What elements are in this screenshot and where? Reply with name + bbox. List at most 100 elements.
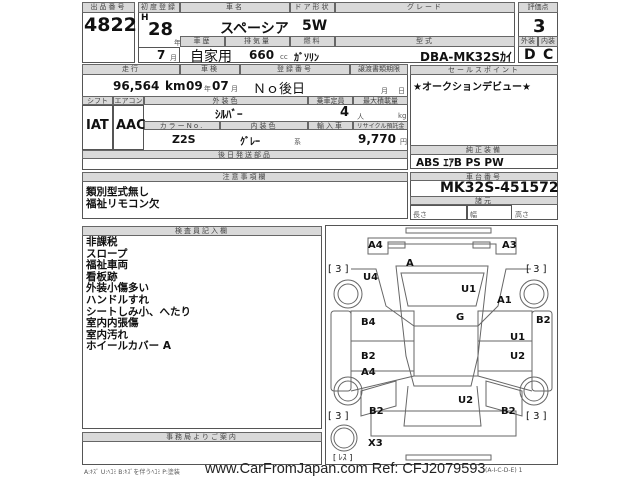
insp-month-unit: 月 [231,85,238,93]
sales-point: ★オークションデビュー★ [413,82,531,93]
load-label: 最大積載量 [353,96,408,105]
displacement: 660 [249,48,275,62]
capacity-unit: 人 [357,113,364,121]
length-cell [410,205,467,220]
int-label: 内装 [538,36,558,47]
tire-mark: [ 3 ] [526,264,547,275]
insp-year-unit: 年 [204,85,211,93]
door-label: ドア形状 [290,2,335,13]
inspector-line: 室内汚れ [86,328,128,341]
ext-grade: D [524,47,536,63]
inspector-line: 福祉車両 [86,259,128,272]
color-number: Z2S [172,133,196,146]
lot-number: 4822 [84,14,137,36]
reg-month: 7 [157,48,166,62]
recycle-unit: 円 [400,138,407,146]
reg-year: 28 [148,19,174,40]
recycle-fee: 9,770 [358,132,396,146]
legend-end: (A-I-C-D-E) 1 [485,467,523,474]
cc-label: 排気量 [225,36,290,47]
tire-mark: [ 3 ] [526,411,547,422]
spare-mark: [ ﾚｽ ] [333,453,353,462]
legend: A:ｷｽﾞ U:ﾍｺﾐ B:ｷｽﾞを伴うﾍｺﾐ P:塗装 [84,469,180,476]
ac-cell [113,105,144,150]
spec-label: 諸元 [410,196,558,205]
score-label: 評価点 [518,2,558,13]
inspector-line: 外装小傷多い [86,282,149,295]
inspector-line: 看板跡 [86,270,118,283]
load-unit: kg [398,112,407,120]
office-label: 事務局よりご案内 [82,432,322,442]
year-unit: 年 [174,39,181,47]
damage-diagram: A4 A3 A [ 3 ] [ 3 ] U4 U1 A1 G B4 B2 U1 … [325,225,558,465]
damage-mark: B2 [501,406,516,417]
damage-mark: B4 [361,317,376,328]
interior-label: 内装色 [220,121,308,130]
mileage-label: 走行 [82,64,180,75]
damage-mark: A [406,258,414,269]
transfer-day: 日 [398,87,405,95]
equipment: ABS ｴｱB PS PW [416,157,504,169]
reg-label: 登録番号 [240,64,350,75]
shift-cell [82,105,113,150]
interior-unit: 系 [294,138,301,146]
month-unit: 月 [170,54,177,62]
chassis-label: 車台番号 [410,172,558,181]
car-name: スペーシア [220,21,289,37]
grade-label: グレード [335,2,515,13]
inspector-notes: 非課税 スロープ 福祉車両 看板跡 外装小傷多い ハンドルすれ シートしみ小、へ… [86,236,191,353]
insp-month: 07 [212,79,229,93]
capacity-label: 乗車定員 [308,96,353,105]
fuel: ｶﾞｿﾘﾝ [294,53,319,64]
inspector-line: ホイールカバー A [86,340,171,353]
fuel-label: 燃料 [290,36,335,47]
damage-mark: U2 [510,351,526,362]
inspector-line: スロープ [86,247,128,260]
tire-mark: [ 3 ] [328,264,349,275]
mileage-unit: km [165,79,186,93]
damage-mark: U2 [458,395,474,406]
damage-mark: A3 [502,240,517,251]
car-outline-icon [330,227,553,461]
damage-mark: X3 [368,438,383,449]
ac-label: エアコン [113,96,144,105]
import-label: 輸入車 [308,121,353,130]
equipment-label: 純正装備 [410,145,558,155]
width-label: 幅 [470,211,477,219]
damage-mark: A4 [368,240,383,251]
inspection-label: 車検 [180,64,240,75]
damage-mark: B2 [361,351,376,362]
damage-mark: U1 [461,284,477,295]
later-parts-label: 後日発送部品 [82,150,408,159]
history-label: 車歴 [180,36,225,47]
color-label: 外装色 [144,96,308,105]
inspector-line: 非課税 [86,236,118,248]
history: 自家用 [190,49,232,65]
door-type: 5W [302,18,328,34]
score: 3 [533,16,546,37]
shift: IAT [86,118,109,133]
damage-mark: U4 [363,272,379,283]
cc-unit: cc [280,53,288,61]
tire-mark: [ 3 ] [328,411,349,422]
inspector-line: 室内内張傷 [86,317,139,330]
height-label: 高さ [515,211,529,219]
reg-number: Ｎｏ後日 [253,82,306,97]
month-cell [138,47,180,63]
inspector-label: 検査員記入欄 [82,226,322,236]
body-color: ｼﾙﾊﾞｰ [215,108,243,121]
damage-mark: A4 [361,367,376,378]
length-label: 長さ [413,211,427,219]
damage-mark: U1 [510,332,526,343]
damage-mark: B2 [369,406,384,417]
damage-mark: A1 [497,295,512,306]
shift-label: シフト [82,96,113,105]
note-line: 福祉リモコン欠 [86,198,160,210]
chassis-number: MK32S-451572 [440,180,559,196]
ext-label: 外装 [518,36,538,47]
damage-mark: B2 [536,315,551,326]
transfer-month: 月 [381,87,388,95]
notes-label: 注意事項欄 [82,172,408,182]
model-label: 型式 [335,36,515,47]
era: H [141,13,149,23]
